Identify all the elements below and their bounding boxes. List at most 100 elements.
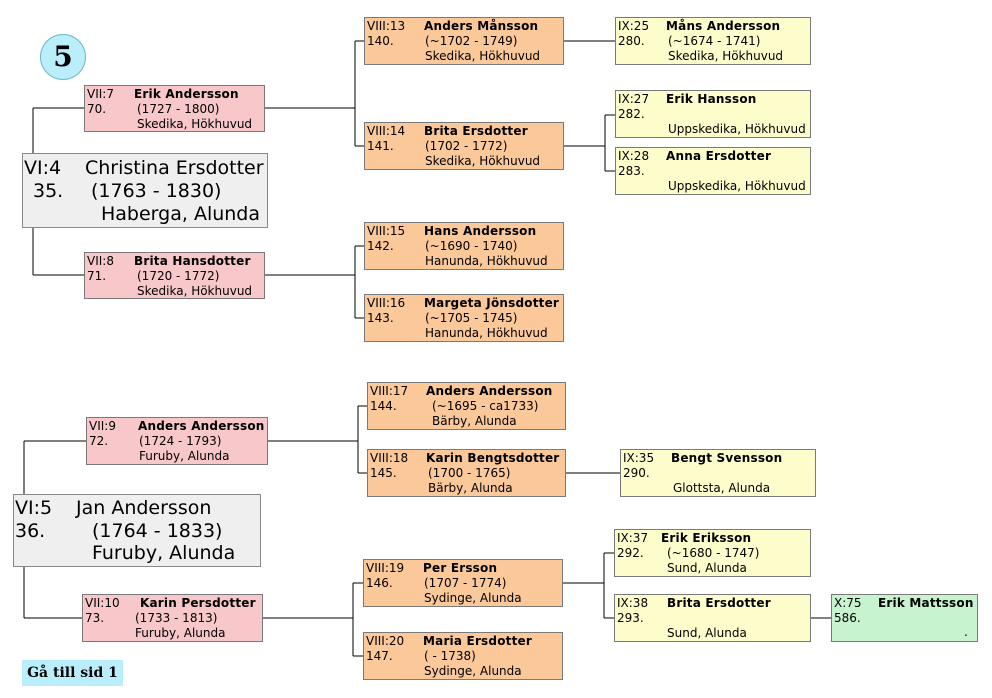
person-name: Erik Eriksson bbox=[661, 531, 752, 545]
generation-label: IX:37 bbox=[617, 531, 649, 545]
life-years: (1733 - 1813) bbox=[135, 611, 218, 625]
person-card-293[interactable]: IX:38 Brita Ersdotter 293. Sund, Alunda bbox=[614, 594, 811, 642]
person-card-282[interactable]: IX:27 Erik Hansson 282. Uppskedika, Hökh… bbox=[615, 90, 811, 138]
person-card-143[interactable]: VIII:16 Margeta Jönsdotter 143. (~1705 -… bbox=[364, 294, 564, 342]
page-number-badge: 5 bbox=[40, 34, 86, 80]
generation-label: VIII:15 bbox=[367, 224, 406, 238]
place: Furuby, Alunda bbox=[139, 449, 230, 463]
generation-label: VI:4 bbox=[24, 157, 62, 179]
place: Skedika, Hökhuvud bbox=[668, 49, 784, 63]
life-years: (1720 - 1772) bbox=[137, 269, 220, 283]
life-years: (~1674 - 1741) bbox=[668, 34, 761, 48]
person-card-142[interactable]: VIII:15 Hans Andersson 142. (~1690 - 174… bbox=[364, 222, 564, 270]
ahnentafel-number: 145. bbox=[370, 466, 397, 480]
person-name: Hans Andersson bbox=[424, 224, 537, 238]
generation-label: VIII:19 bbox=[366, 561, 405, 575]
person-name: Brita Ersdotter bbox=[424, 124, 528, 138]
generation-label: VIII:18 bbox=[370, 451, 409, 465]
generation-label: VIII:16 bbox=[367, 296, 406, 310]
person-card-290[interactable]: IX:35 Bengt Svensson 290. Glottsta, Alun… bbox=[620, 449, 816, 497]
person-card-144[interactable]: VIII:17 Anders Andersson 144. (~1695 - c… bbox=[367, 382, 566, 430]
person-name: Erik Mattsson bbox=[878, 596, 974, 610]
place: Skedika, Hökhuvud bbox=[425, 154, 541, 168]
person-card-35[interactable]: VI:4 Christina Ersdotter 35. (1763 - 183… bbox=[22, 153, 268, 228]
place: . bbox=[964, 625, 968, 639]
place: Hanunda, Hökhuvud bbox=[425, 326, 548, 340]
life-years: (~1680 - 1747) bbox=[667, 546, 760, 560]
ahnentafel-number: 290. bbox=[623, 466, 650, 480]
life-years: (1727 - 1800) bbox=[137, 102, 220, 116]
ahnentafel-number: 73. bbox=[85, 611, 105, 625]
ahnentafel-number: 72. bbox=[89, 434, 109, 448]
person-card-70[interactable]: VII:7 Erik Andersson 70. (1727 - 1800) S… bbox=[84, 85, 265, 132]
ahnentafel-number: 140. bbox=[367, 34, 394, 48]
person-name: Anna Ersdotter bbox=[666, 149, 772, 163]
life-years: (1707 - 1774) bbox=[424, 576, 507, 590]
generation-label: VIII:17 bbox=[370, 384, 409, 398]
generation-label: VII:9 bbox=[89, 419, 116, 433]
place: Skedika, Hökhuvud bbox=[425, 49, 541, 63]
generation-label: VII:8 bbox=[87, 254, 114, 268]
person-name: Per Ersson bbox=[423, 561, 498, 575]
person-card-146[interactable]: VIII:19 Per Ersson 146. (1707 - 1774) Sy… bbox=[363, 559, 563, 607]
generation-label: VIII:20 bbox=[366, 634, 405, 648]
person-name: Brita Hansdotter bbox=[134, 254, 251, 268]
ahnentafel-number: 292. bbox=[617, 546, 644, 560]
person-card-280[interactable]: IX:25 Måns Andersson 280. (~1674 - 1741)… bbox=[615, 17, 811, 65]
person-name: Anders Andersson bbox=[426, 384, 553, 398]
person-card-141[interactable]: VIII:14 Brita Ersdotter 141. (1702 - 177… bbox=[364, 122, 564, 170]
life-years: (~1690 - 1740) bbox=[425, 239, 518, 253]
place: Skedika, Hökhuvud bbox=[137, 284, 253, 298]
place: Sydinge, Alunda bbox=[424, 591, 522, 605]
person-name: Jan Andersson bbox=[76, 497, 212, 519]
place: Hanunda, Hökhuvud bbox=[425, 254, 548, 268]
generation-label: VIII:13 bbox=[367, 19, 406, 33]
person-card-292[interactable]: IX:37 Erik Eriksson 292. (~1680 - 1747) … bbox=[614, 529, 811, 577]
ahnentafel-number: 283. bbox=[618, 164, 645, 178]
ahnentafel-number: 147. bbox=[366, 649, 393, 663]
generation-label: IX:35 bbox=[623, 451, 655, 465]
ahnentafel-number: 36. bbox=[15, 520, 46, 542]
place: Sund, Alunda bbox=[667, 626, 747, 640]
person-card-72[interactable]: VII:9 Anders Andersson 72. (1724 - 1793)… bbox=[86, 417, 268, 465]
ahnentafel-number: 280. bbox=[618, 34, 645, 48]
person-name: Bengt Svensson bbox=[671, 451, 783, 465]
person-name: Erik Hansson bbox=[666, 92, 757, 106]
person-card-283[interactable]: IX:28 Anna Ersdotter 283. Uppskedika, Hö… bbox=[615, 147, 811, 195]
generation-label: IX:25 bbox=[618, 19, 650, 33]
person-card-73[interactable]: VII:10 Karin Persdotter 73. (1733 - 1813… bbox=[82, 594, 263, 642]
ahnentafel-number: 143. bbox=[367, 311, 394, 325]
life-years: (~1695 - ca1733) bbox=[432, 399, 539, 413]
person-name: Karin Bengtsdotter bbox=[426, 451, 560, 465]
person-card-586[interactable]: X:75 Erik Mattsson 586. . bbox=[831, 594, 978, 642]
generation-label: VII:10 bbox=[85, 596, 120, 610]
place: Haberga, Alunda bbox=[101, 203, 261, 225]
person-card-71[interactable]: VII:8 Brita Hansdotter 71. (1720 - 1772)… bbox=[84, 252, 265, 299]
generation-label: VII:7 bbox=[87, 87, 114, 101]
person-name: Margeta Jönsdotter bbox=[424, 296, 560, 310]
person-card-147[interactable]: VIII:20 Maria Ersdotter 147. ( - 1738) S… bbox=[363, 632, 563, 680]
person-card-145[interactable]: VIII:18 Karin Bengtsdotter 145. (1700 - … bbox=[367, 449, 566, 497]
ahnentafel-number: 141. bbox=[367, 139, 394, 153]
person-card-36[interactable]: VI:5 Jan Andersson 36. (1764 - 1833) Fur… bbox=[13, 494, 261, 567]
generation-label: IX:28 bbox=[618, 149, 650, 163]
person-name: Anders Månsson bbox=[424, 19, 539, 33]
life-years: (~1705 - 1745) bbox=[425, 311, 518, 325]
place: Uppskedika, Hökhuvud bbox=[668, 122, 806, 136]
life-years: (~1702 - 1749) bbox=[425, 34, 518, 48]
person-name: Maria Ersdotter bbox=[423, 634, 532, 648]
place: Uppskedika, Hökhuvud bbox=[668, 179, 806, 193]
life-years: ( - 1738) bbox=[424, 649, 476, 663]
ahnentafel-number: 35. bbox=[33, 180, 64, 202]
place: Glottsta, Alunda bbox=[673, 481, 771, 495]
ahnentafel-number: 586. bbox=[834, 611, 861, 625]
goto-page-1-link[interactable]: Gå till sid 1 bbox=[22, 660, 123, 686]
person-card-140[interactable]: VIII:13 Anders Månsson 140. (~1702 - 174… bbox=[364, 17, 564, 65]
generation-label: X:75 bbox=[834, 596, 862, 610]
life-years: (1702 - 1772) bbox=[425, 139, 508, 153]
generation-label: IX:38 bbox=[617, 596, 649, 610]
person-name: Christina Ersdotter bbox=[85, 157, 264, 179]
life-years: (1724 - 1793) bbox=[139, 434, 222, 448]
life-years: (1763 - 1830) bbox=[91, 180, 222, 202]
